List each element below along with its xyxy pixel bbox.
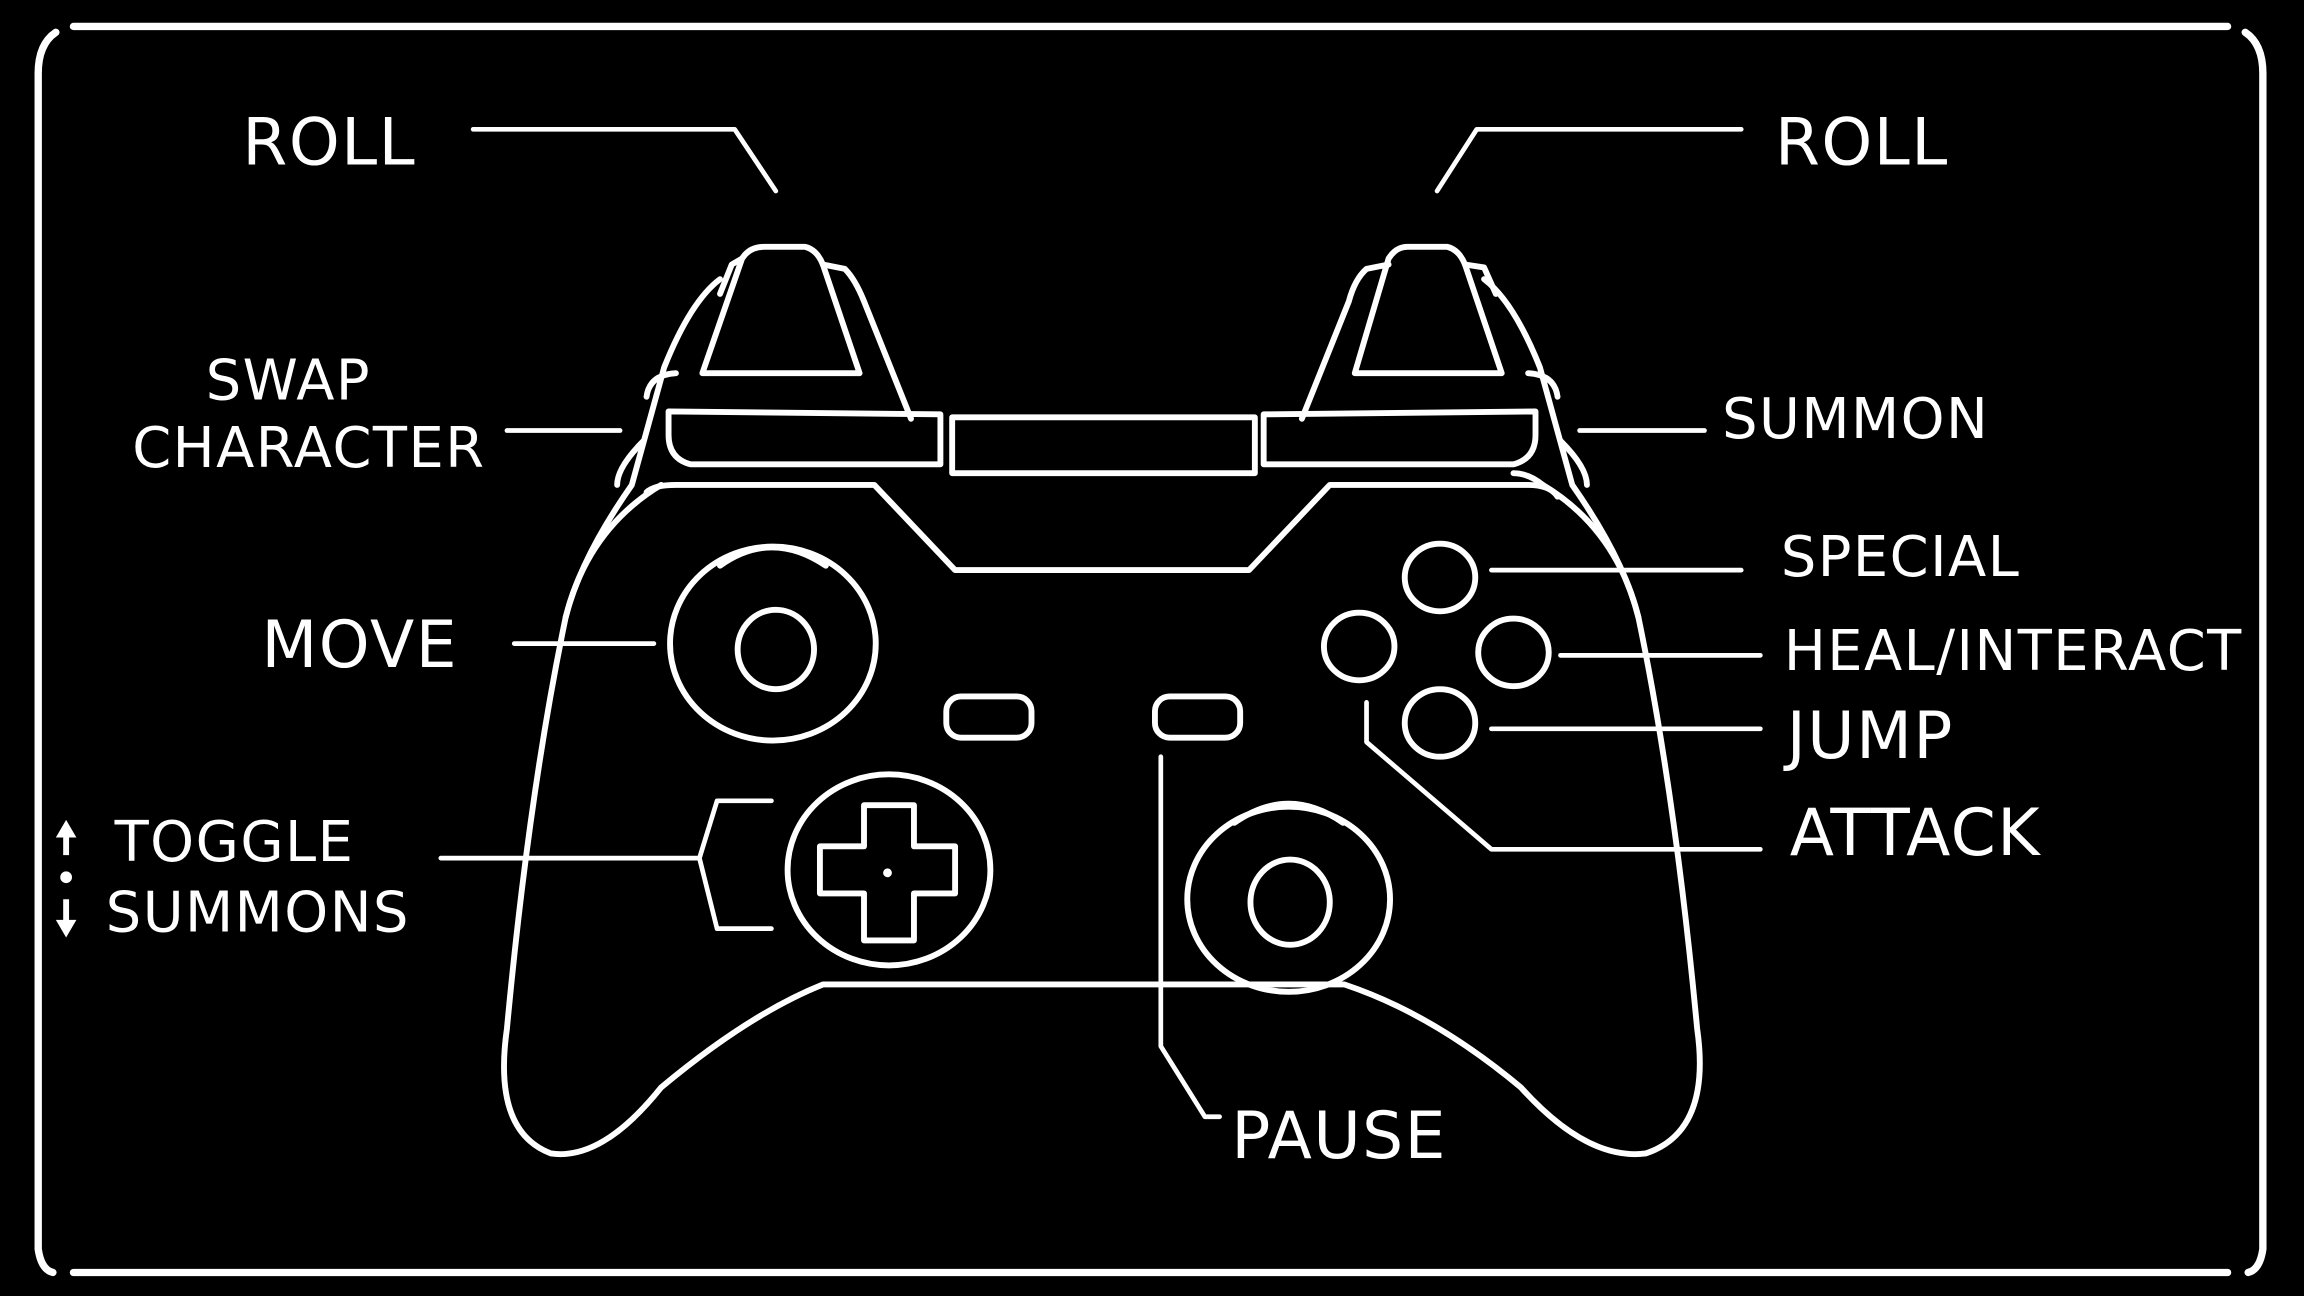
right-trigger[interactable] xyxy=(1298,243,1505,422)
left-stick[interactable] xyxy=(667,543,879,744)
label-move: MOVE xyxy=(262,608,458,683)
label-right-bumper: ROLL xyxy=(1775,106,1949,181)
button-right[interactable] xyxy=(1475,615,1552,690)
label-summon: SUMMON xyxy=(1722,387,1989,452)
bumper-bar xyxy=(643,370,1561,477)
view-button[interactable] xyxy=(943,693,1035,741)
labels: ROLL ROLL SWAP CHARACTER SUMMON MOVE SPE… xyxy=(106,106,2243,1174)
label-left-bumper: ROLL xyxy=(242,106,416,181)
face-buttons xyxy=(1320,540,1552,760)
toggle-indicator xyxy=(55,819,77,938)
label-special: SPECIAL xyxy=(1781,525,2020,590)
dpad[interactable] xyxy=(784,771,994,969)
label-swap: SWAP xyxy=(206,349,371,414)
leader-lines xyxy=(438,126,1763,1120)
frame xyxy=(34,22,2267,1277)
arrow-up-icon xyxy=(55,819,77,856)
button-left[interactable] xyxy=(1320,609,1398,684)
button-top[interactable] xyxy=(1401,540,1479,615)
label-pause: PAUSE xyxy=(1231,1099,1447,1174)
button-bottom[interactable] xyxy=(1401,686,1479,760)
controller-body xyxy=(501,276,1703,1158)
label-heal-interact: HEAL/INTERACT xyxy=(1784,619,2243,684)
label-character: CHARACTER xyxy=(132,416,485,481)
label-attack: ATTACK xyxy=(1790,796,2042,871)
dot-icon xyxy=(60,871,72,884)
left-trigger[interactable] xyxy=(699,243,914,422)
arrow-down-icon xyxy=(55,899,77,938)
label-toggle: TOGGLE xyxy=(114,810,355,875)
menu-button[interactable] xyxy=(1152,693,1244,741)
label-jump: JUMP xyxy=(1783,699,1954,774)
label-summons: SUMMONS xyxy=(106,881,410,946)
right-stick[interactable] xyxy=(1184,800,1393,995)
